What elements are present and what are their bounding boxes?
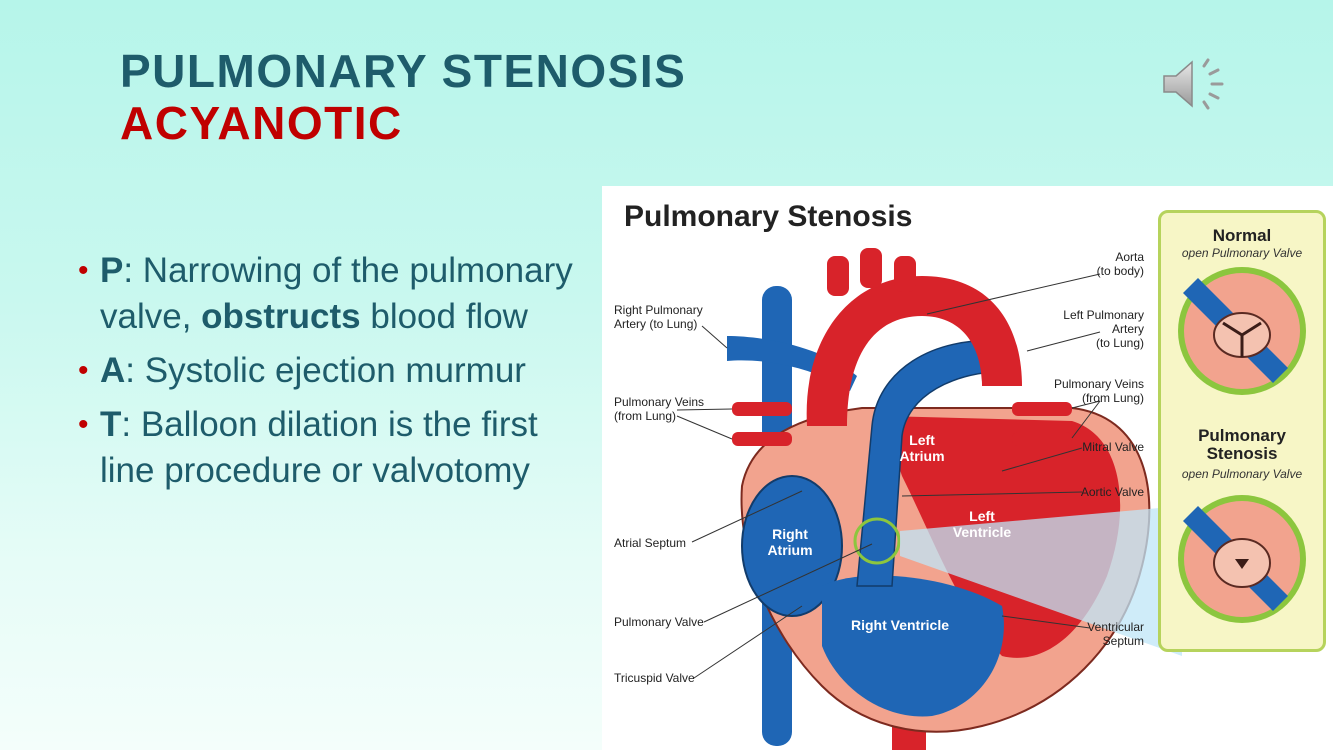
label-right-pulmonary-artery: Right Pulmonary Artery (to Lung) <box>614 303 703 331</box>
label-atrial-septum: Atrial Septum <box>614 536 687 550</box>
heart-illustration <box>676 248 1182 750</box>
valve-comparison-inset: Normal open Pulmonary Valve Pulmonary St… <box>1158 210 1326 652</box>
slide-title: PULMONARY STENOSIS ACYANOTIC <box>120 45 686 149</box>
label-right-atrium: Right Atrium <box>767 526 813 558</box>
stenosis-valve-illustration <box>1178 495 1306 623</box>
bullet-item: •A: Systolic ejection murmur <box>78 351 526 390</box>
label-right-ventricle: Right Ventricle <box>850 617 950 633</box>
label-left-atrium: Left Atrium <box>899 432 945 464</box>
label-pulmonary-veins-right: Pulmonary Veins (from Lung) <box>1053 377 1144 405</box>
label-tricuspid-valve: Tricuspid Valve <box>614 671 695 685</box>
normal-valve-illustration <box>1178 267 1306 395</box>
title-line-1: PULMONARY STENOSIS <box>120 45 687 97</box>
bullet-item: •T: Balloon dilation is the first line p… <box>78 405 538 490</box>
label-aorta: Aorta (to body) <box>1096 250 1144 278</box>
inset-normal-sub: open Pulmonary Valve <box>1181 246 1303 260</box>
bullet-list: •P: Narrowing of the pulmonary valve, ob… <box>78 248 598 502</box>
label-mitral-valve: Mitral Valve <box>1082 440 1144 454</box>
inset-stenosis-sub: open Pulmonary Valve <box>1181 467 1303 481</box>
label-left-ventricle: Left Ventricle <box>952 508 1012 540</box>
label-ventricular-septum: Ventricular Septum <box>1087 620 1144 648</box>
inset-stenosis-heading: Pulmonary Stenosis <box>1198 426 1286 463</box>
bullet-item: •P: Narrowing of the pulmonary valve, ob… <box>78 251 573 336</box>
figure-title: Pulmonary Stenosis <box>624 200 913 233</box>
label-left-pulmonary-artery: Left Pulmonary Artery (to Lung) <box>1063 308 1144 350</box>
label-aortic-valve: Aortic Valve <box>1080 485 1144 499</box>
heart-diagram-image: Pulmonary Stenosis <box>602 186 1333 750</box>
label-pulmonary-valve: Pulmonary Valve <box>614 615 704 629</box>
speaker-icon[interactable] <box>1158 52 1230 116</box>
label-pulmonary-veins-left: Pulmonary Veins (from Lung) <box>614 395 705 423</box>
title-line-2: ACYANOTIC <box>120 97 403 149</box>
inset-normal-heading: Normal <box>1212 226 1272 245</box>
